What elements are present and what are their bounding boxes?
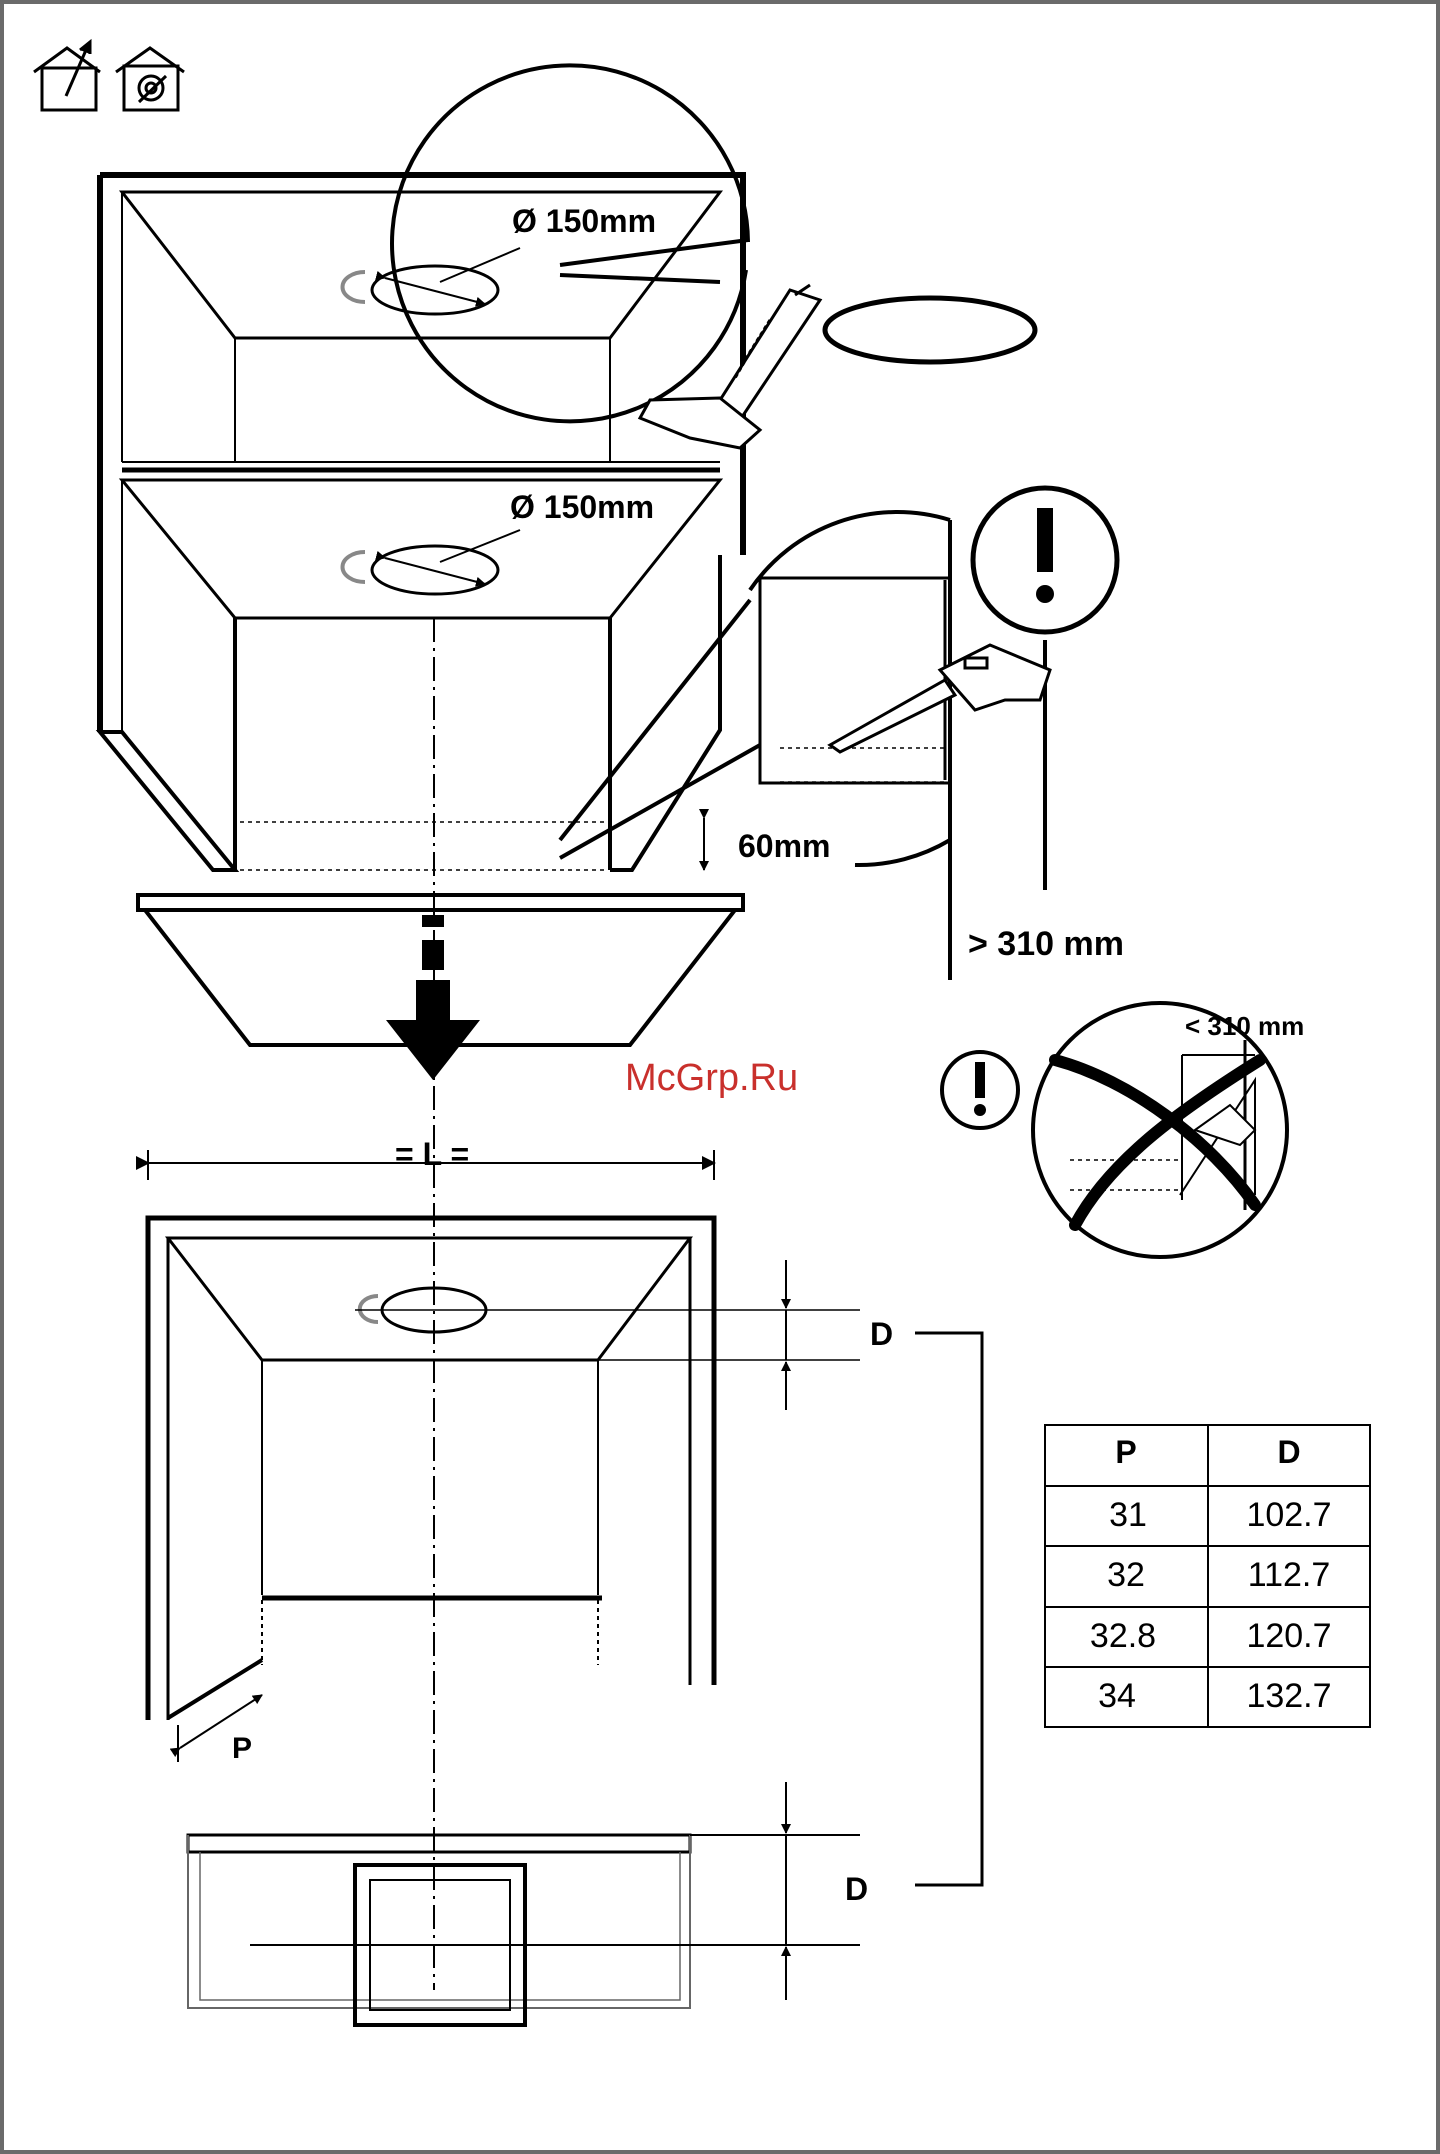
table-header-p: P bbox=[1115, 1434, 1136, 1470]
detail-circle-hole-cut bbox=[392, 65, 1035, 421]
table-header-d: D bbox=[1277, 1434, 1300, 1470]
handsaw-icon bbox=[830, 645, 1050, 752]
duct-hole-upper bbox=[343, 266, 498, 314]
jigsaw-icon bbox=[640, 285, 820, 448]
hood-bottom-view bbox=[188, 1835, 860, 2025]
upper-diameter-label: Ø 150mm bbox=[512, 203, 656, 239]
pd-table: P D 31 102.7 32 112.7 32.8 120.7 34 132.… bbox=[1045, 1425, 1370, 1727]
table-cell: 32.8 bbox=[1090, 1617, 1156, 1655]
table-cell: 132.7 bbox=[1246, 1677, 1331, 1715]
bad-depth-label: < 310 mm bbox=[1185, 1011, 1304, 1041]
table-cell: 102.7 bbox=[1246, 1496, 1331, 1534]
table-cell: 31 bbox=[1109, 1496, 1147, 1534]
warning-circle-small bbox=[942, 1052, 1018, 1128]
width-label: = L = bbox=[395, 1136, 469, 1172]
depth-top-label: D bbox=[870, 1316, 893, 1352]
recirculation-house-icon bbox=[116, 48, 184, 110]
table-cell: 112.7 bbox=[1248, 1556, 1331, 1594]
incorrect-detail-circle bbox=[1033, 1003, 1287, 1257]
cabinet-front-view bbox=[148, 1218, 860, 1720]
warning-circle-large bbox=[973, 488, 1117, 632]
lower-diameter-label: Ø 150mm bbox=[510, 489, 654, 525]
depth-bottom-label: D bbox=[845, 1871, 868, 1907]
table-cell: 34 bbox=[1098, 1677, 1136, 1715]
panel-p-label: P bbox=[232, 1732, 252, 1765]
duct-out-house-icon bbox=[34, 42, 100, 110]
watermark: McGrp.Ru bbox=[625, 1057, 798, 1099]
min-depth-label: > 310 mm bbox=[968, 925, 1124, 963]
duct-hole-lower bbox=[343, 546, 498, 594]
table-cell: 120.7 bbox=[1246, 1617, 1331, 1655]
table-cell: 32 bbox=[1107, 1556, 1145, 1594]
cut-height-label: 60mm bbox=[738, 828, 831, 864]
